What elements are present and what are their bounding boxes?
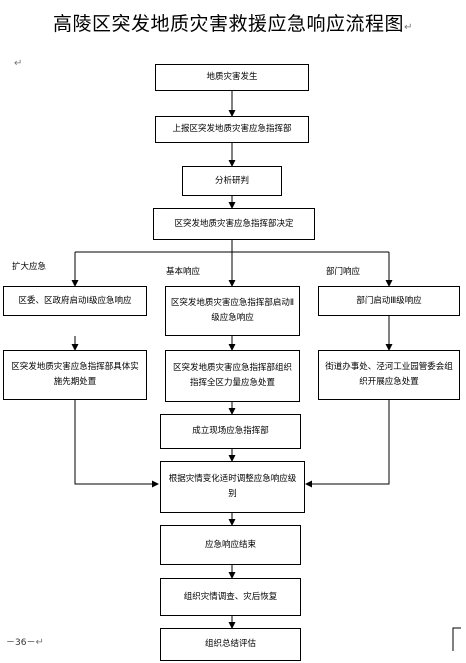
node-initial-disposal: 区突发地质灾害应急指挥部具体实施先期处置 [3, 350, 147, 400]
paragraph-mark: ↵ [14, 58, 23, 69]
node-analyze: 分析研判 [182, 166, 282, 196]
node-level2-response: 区突发地质灾害应急指挥部启动Ⅱ级应急响应 [165, 286, 300, 336]
label-department-response: 部门响应 [326, 267, 361, 277]
node-adjust-level: 根据灾情变化适时调整应急响应级别 [160, 461, 305, 513]
page-number: －36－↵ [6, 637, 44, 648]
page-title: 高陵区突发地质灾害救援应急响应流程图↵ [53, 13, 413, 35]
node-report-command: 上报区突发地质灾害应急指挥部 [155, 116, 309, 143]
node-subdistrict-disposal: 街道办事处、泾河工业园管委会组织开展应急处置 [318, 350, 460, 400]
node-onsite-command: 成立现场应急指挥部 [160, 414, 301, 449]
label-expand-emergency: 扩大应急 [12, 262, 47, 272]
node-level3-response: 部门启动Ⅲ级响应 [318, 286, 460, 316]
page-corner-mark [452, 627, 461, 651]
arrow-right2-adjust [305, 400, 390, 488]
node-response-end: 应急响应结束 [160, 525, 301, 565]
node-district-disposal: 区突发地质灾害应急指挥部组织指挥全区力量应急处置 [165, 350, 300, 402]
node-disaster-occurs: 地质灾害发生 [155, 64, 309, 91]
label-basic-response: 基本响应 [166, 267, 201, 277]
node-survey-recovery: 组织灾情调查、灾后恢复 [160, 578, 301, 616]
node-evaluation: 组织总结评估 [160, 628, 301, 661]
arrow-left2-adjust [74, 400, 159, 488]
node-command-decides: 区突发地质灾害应急指挥部决定 [153, 208, 315, 240]
node-level1-response: 区委、区政府启动Ⅰ级应急响应 [3, 286, 147, 316]
